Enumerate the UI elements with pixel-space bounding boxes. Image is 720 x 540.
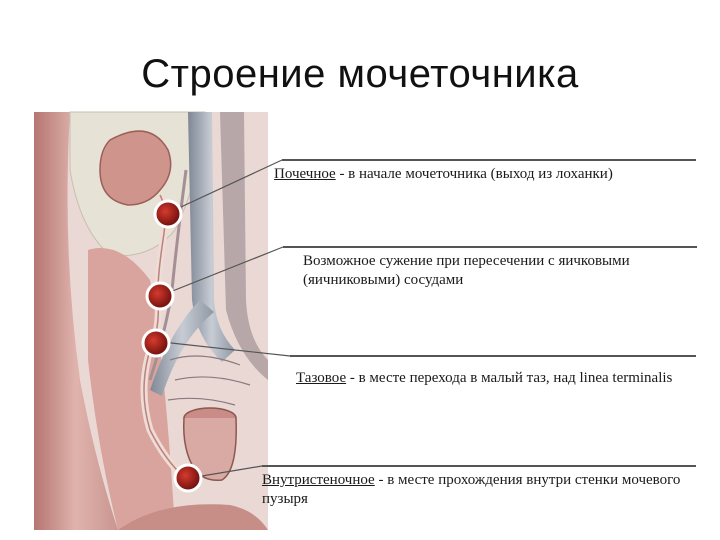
label-pelvic-constriction: Тазовое - в месте перехода в малый таз, …	[296, 369, 696, 388]
desc-renal: - в начале мочеточника (выход из лоханки…	[335, 166, 613, 182]
pelvic-vessels	[167, 355, 251, 406]
label-intramural-constriction: Внутристеночное - в месте прохождения вн…	[262, 471, 714, 509]
abdominal-wall	[34, 112, 118, 530]
leader-line-3	[161, 341, 291, 357]
aorta	[220, 112, 268, 380]
label-gonadal-constriction: Возможное сужение при пересечении с яичк…	[303, 252, 703, 290]
term-intramural: Внутристеночное	[262, 472, 375, 488]
term-pelvic: Тазовое	[296, 370, 347, 386]
label-renal-constriction: Почечное - в начале мочеточника (выход и…	[274, 165, 714, 184]
psoas-muscle	[88, 248, 175, 530]
rule-3	[290, 355, 696, 357]
bladder	[182, 417, 237, 482]
term-renal: Почечное	[274, 166, 336, 182]
leader-line-1	[167, 159, 283, 214]
slide-title: Строение мочеточника	[141, 52, 579, 96]
pelvic-floor	[118, 504, 268, 530]
desc-pelvic: - в месте перехода в малый таз, над line…	[346, 370, 673, 386]
rule-1	[282, 159, 696, 161]
inferior-vena-cava	[188, 112, 235, 362]
rule-4	[262, 465, 696, 467]
constriction-marker-gonadal	[145, 281, 175, 311]
constriction-marker-intramural	[173, 463, 203, 493]
desc-gonadal: Возможное сужение при пересечении с яичк…	[303, 253, 630, 288]
rule-2	[283, 246, 697, 248]
kidney	[99, 130, 172, 206]
iliac-vessel	[150, 300, 214, 396]
constriction-marker-renal	[153, 199, 183, 229]
constriction-marker-pelvic	[141, 328, 171, 358]
leader-line-2	[159, 246, 284, 297]
desc-intramural: - в месте прохождения внутри стенки моче…	[262, 472, 681, 507]
